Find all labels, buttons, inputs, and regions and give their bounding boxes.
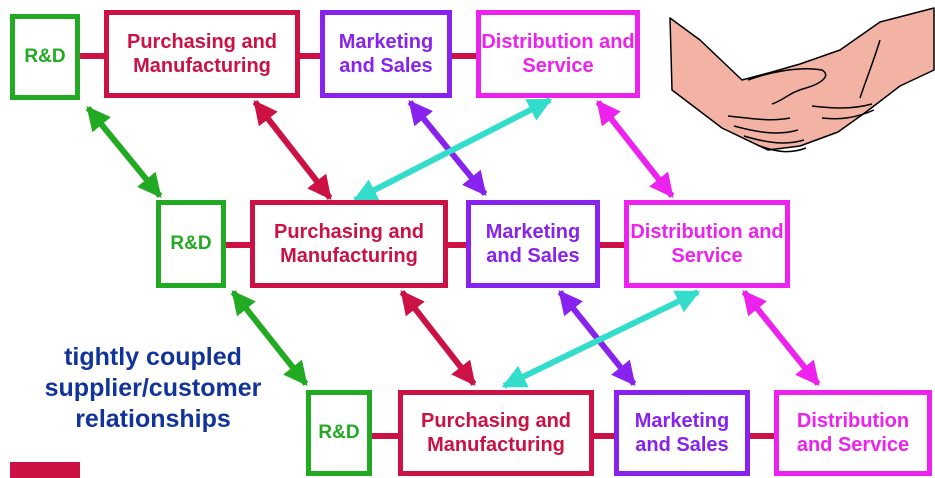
handshake-icon: [669, 7, 935, 153]
arrow-rd-1-2: [85, 106, 163, 198]
distribution-box-3: Distribution and Service: [774, 390, 932, 476]
arrow-marketing-1-2: [407, 100, 488, 196]
marketing-box-1: Marketing and Sales: [320, 10, 452, 98]
rd-label-3: R&D: [318, 422, 360, 443]
rd-box-1: R&D: [10, 14, 80, 100]
caption-text: tightly coupled supplier/customer relati…: [44, 343, 262, 433]
decorative-bar: [10, 462, 80, 478]
purchasing-label-2: Purchasing and Manufacturing: [273, 221, 425, 267]
arrow-rd-2-3: [230, 290, 309, 386]
arrows-row2-row3: [230, 289, 821, 389]
arrow-purchasing-1-2: [252, 100, 333, 200]
distribution-box-2: Distribution and Service: [624, 200, 790, 288]
rd-label-1: R&D: [24, 46, 66, 67]
arrow-cyan-1-2: [352, 97, 553, 203]
purchasing-box-2: Purchasing and Manufacturing: [250, 200, 448, 288]
rd-box-3: R&D: [306, 390, 372, 476]
purchasing-box-3: Purchasing and Manufacturing: [398, 390, 594, 476]
arrow-cyan-2-3: [501, 289, 701, 389]
marketing-box-3: Marketing and Sales: [614, 390, 750, 476]
marketing-label-1: Marketing and Sales: [338, 31, 434, 77]
arrows-row1-row2: [85, 97, 675, 203]
purchasing-box-1: Purchasing and Manufacturing: [104, 10, 300, 98]
purchasing-label-3: Purchasing and Manufacturing: [420, 410, 572, 456]
marketing-box-2: Marketing and Sales: [466, 200, 600, 288]
rd-box-2: R&D: [156, 200, 226, 288]
distribution-label-1: Distribution and Service: [481, 31, 635, 77]
marketing-label-3: Marketing and Sales: [634, 410, 730, 456]
marketing-label-2: Marketing and Sales: [485, 221, 581, 267]
distribution-label-3: Distribution and Service: [796, 410, 910, 456]
distribution-box-1: Distribution and Service: [476, 10, 640, 98]
distribution-label-2: Distribution and Service: [630, 221, 784, 267]
purchasing-label-1: Purchasing and Manufacturing: [126, 31, 278, 77]
arrow-distribution-1-2: [595, 100, 675, 198]
arrow-purchasing-2-3: [399, 290, 477, 386]
arrow-distribution-2-3: [741, 290, 821, 386]
rd-label-2: R&D: [170, 233, 212, 254]
